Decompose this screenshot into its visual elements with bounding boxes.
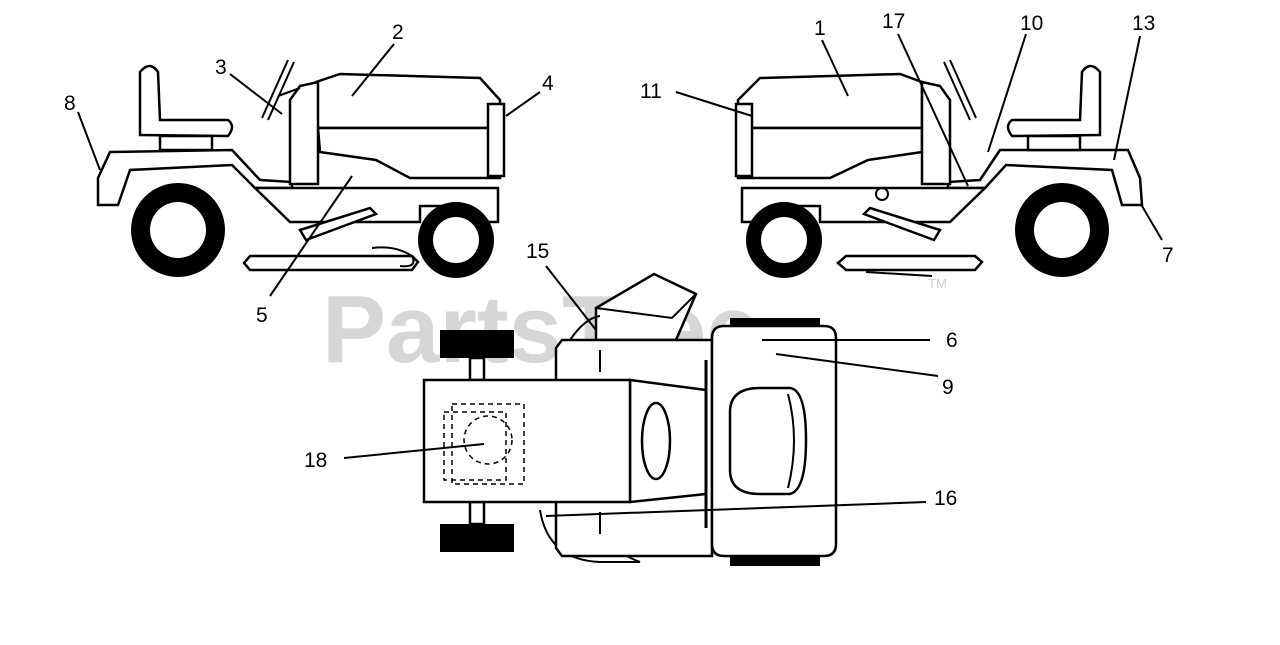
- right-pedal: [861, 206, 942, 242]
- right-hood: [736, 72, 924, 130]
- left-seat-post: [158, 134, 214, 152]
- leader-4: [505, 91, 541, 117]
- leader-5: [269, 175, 353, 297]
- callout-11: 11: [640, 80, 662, 103]
- left-mower-deck: [242, 254, 420, 272]
- leader-15: [545, 265, 597, 331]
- left-grille: [486, 102, 506, 178]
- top-front-axle-lower: [468, 500, 486, 526]
- right-front-wheel-hub: [761, 217, 807, 263]
- leader-11: [675, 91, 753, 117]
- leader-2: [351, 43, 395, 97]
- callout-5: 5: [256, 304, 268, 327]
- top-seat: [728, 386, 808, 496]
- top-front-tire-upper: [440, 330, 514, 358]
- left-seat: [138, 64, 234, 138]
- right-seat-post: [1026, 134, 1082, 152]
- leader-7: [1141, 205, 1163, 241]
- top-steering-wheel: [640, 401, 672, 481]
- leader-16: [545, 501, 927, 517]
- top-seat-back: [787, 393, 795, 489]
- right-deck-line: [865, 271, 933, 277]
- left-hood: [314, 72, 502, 130]
- tractor-right-side-view: [734, 59, 1144, 278]
- callout-7: 7: [1162, 244, 1174, 267]
- left-hood-side: [316, 126, 502, 180]
- top-front-axle-upper: [468, 356, 486, 382]
- tractor-top-view: [422, 272, 838, 566]
- callout-17: 17: [882, 10, 905, 33]
- top-engine-filter: [463, 415, 513, 465]
- right-dash-tower: [920, 80, 952, 186]
- callout-10: 10: [1020, 12, 1043, 35]
- tractor-left-side-view: [96, 59, 506, 278]
- left-dash-tower: [288, 80, 320, 186]
- callout-numbers: 2 3 4 8 5 1 17 10 13 11 7 15 6 9 18 16: [64, 10, 1174, 510]
- callout-18: 18: [304, 449, 327, 472]
- watermark-trademark: TM: [928, 276, 947, 291]
- top-discharge-chute: [594, 272, 698, 342]
- left-pedal: [298, 206, 379, 242]
- leader-17: [897, 33, 969, 187]
- callout-15: 15: [526, 240, 549, 263]
- leader-13: [1113, 35, 1141, 161]
- top-engine-outline: [451, 403, 525, 485]
- leader-10: [987, 33, 1027, 153]
- leader-8: [77, 111, 101, 171]
- leader-9: [775, 353, 939, 377]
- left-deck-belt: [371, 246, 415, 268]
- leader-lines: [77, 33, 1163, 517]
- right-grille: [734, 102, 754, 178]
- callout-8: 8: [64, 92, 76, 115]
- leader-1: [821, 39, 849, 97]
- left-front-wheel-hub: [433, 217, 479, 263]
- callout-3: 3: [215, 56, 227, 79]
- callout-1: 1: [814, 17, 826, 40]
- callout-4: 4: [542, 72, 554, 95]
- top-chute-edge: [595, 293, 697, 320]
- top-engine-outline-inner: [443, 411, 507, 481]
- callout-2: 2: [392, 21, 404, 44]
- top-deck-arc-upper: [569, 315, 601, 341]
- callout-13: 13: [1132, 12, 1155, 35]
- right-hood-side: [736, 126, 924, 180]
- right-steering-wheel: [943, 59, 977, 121]
- right-rear-wheel-hub: [1034, 202, 1090, 258]
- left-steering-wheel: [261, 59, 295, 121]
- callout-6: 6: [946, 329, 958, 352]
- right-mower-deck: [836, 254, 984, 272]
- left-steering-column: [277, 87, 301, 97]
- left-rear-wheel-hub: [150, 202, 206, 258]
- top-front-tire-lower: [440, 524, 514, 552]
- right-key: [875, 187, 889, 201]
- top-hood: [422, 378, 632, 504]
- right-seat: [1006, 64, 1102, 138]
- callout-9: 9: [942, 376, 954, 399]
- callout-16: 16: [934, 487, 957, 510]
- leader-3: [229, 73, 283, 115]
- leader-18: [343, 443, 485, 459]
